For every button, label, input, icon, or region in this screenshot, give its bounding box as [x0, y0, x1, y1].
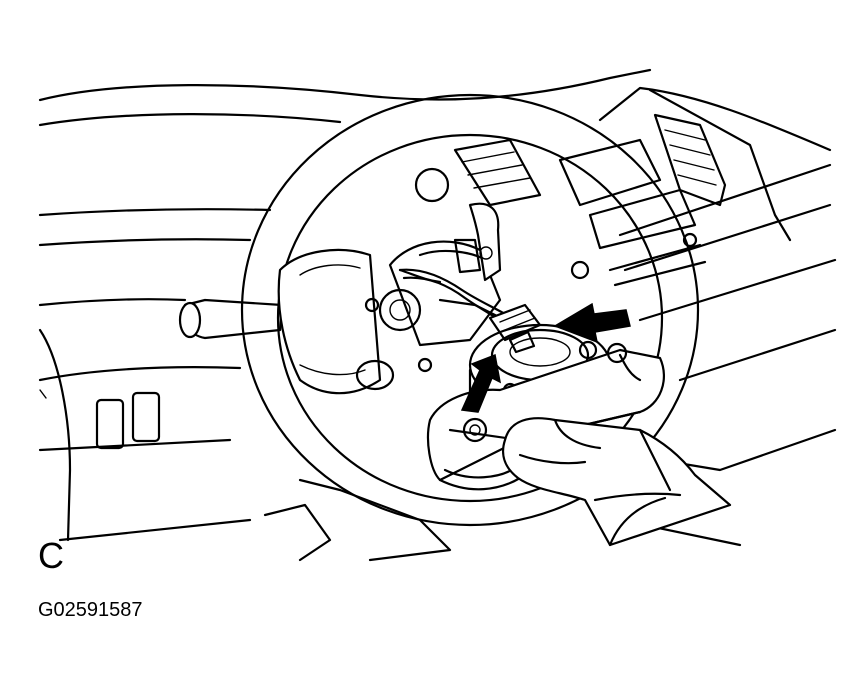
figure-code: G02591587 [38, 599, 143, 621]
switch-left [95, 398, 125, 450]
turn-signal-stalk [178, 298, 284, 340]
left-spoke [277, 248, 395, 395]
large-pointer-arrow-icon [460, 353, 502, 413]
large-pointer-arrow-icon [553, 302, 631, 344]
hand [501, 417, 732, 547]
dashboard [38, 68, 837, 562]
steering-column [378, 202, 517, 347]
switch-right [131, 391, 161, 443]
step-letter: C [38, 535, 64, 576]
air-vent [653, 113, 727, 207]
center-vent [453, 138, 542, 207]
steering-wheel-rim [240, 93, 700, 527]
